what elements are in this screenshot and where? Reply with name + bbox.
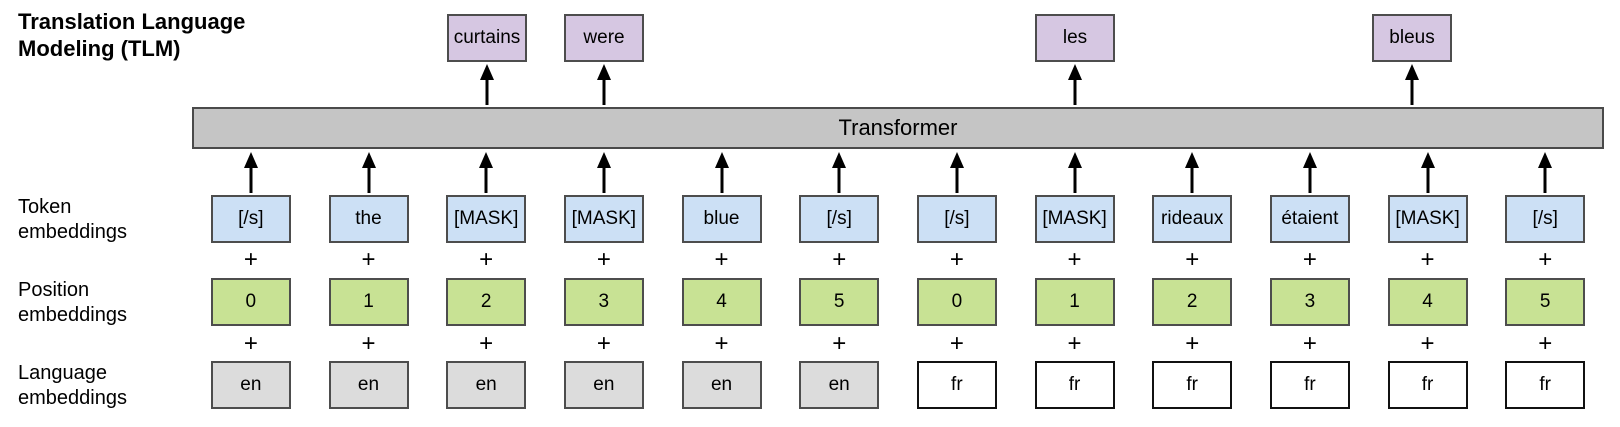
plus-icon: + [1420,246,1435,273]
language-box: fr [1269,361,1350,409]
language-box: en [210,361,291,409]
plus-icon: + [1538,330,1553,357]
up-arrow-icon [1537,152,1553,193]
row-label-position-embeddings: Position embeddings [18,279,127,326]
plus-icon: + [243,330,258,357]
output-box: curtains [447,14,527,62]
plus-icon: + [949,246,964,273]
position-box: 3 [1269,278,1350,326]
plus-icon: + [1185,246,1200,273]
up-arrow-icon [1302,152,1318,193]
plus-icon: + [714,246,729,273]
position-box: 5 [1505,278,1586,326]
plus-icon: + [1302,330,1317,357]
position-box: 1 [1034,278,1115,326]
up-arrow-icon [1067,64,1083,105]
token-box: [MASK] [446,195,527,243]
position-embeddings-row: 0 1 2 3 4 5 0 1 2 3 4 5 [192,278,1604,326]
up-arrow-icon [361,152,377,193]
token-box: [/s] [916,195,997,243]
up-arrow-icon [1420,152,1436,193]
plus-icon: + [361,330,376,357]
language-box: fr [916,361,997,409]
token-box: [/s] [799,195,880,243]
plus-icon: + [1067,246,1082,273]
position-box: 3 [563,278,644,326]
plus-icon: + [1067,330,1082,357]
token-box: the [328,195,409,243]
token-box: [/s] [1505,195,1586,243]
plus-icon: + [361,246,376,273]
token-embeddings-row: [/s] the [MASK] [MASK] blue [/s] [/s] [M… [192,195,1604,243]
language-embeddings-row: en en en en en en fr fr fr fr fr fr [192,361,1604,409]
language-box: fr [1152,361,1233,409]
position-box: 4 [1387,278,1468,326]
plus-icon: + [832,246,847,273]
up-arrow-icon [831,152,847,193]
plus-icon: + [714,330,729,357]
position-box: 5 [799,278,880,326]
language-box: fr [1387,361,1468,409]
position-box: 0 [916,278,997,326]
plus-row: + + + + + + + + + + + + [192,246,1604,274]
plus-row: + + + + + + + + + + + + [192,330,1604,358]
language-box: en [563,361,644,409]
output-box: bleus [1372,14,1452,62]
up-arrow-icon [243,152,259,193]
language-box: en [446,361,527,409]
position-box: 2 [446,278,527,326]
plus-icon: + [1185,330,1200,357]
plus-icon: + [1420,330,1435,357]
plus-icon: + [479,246,494,273]
language-box: en [328,361,409,409]
token-box: blue [681,195,762,243]
diagram-title: Translation Language Modeling (TLM) [18,9,246,61]
plus-icon: + [1538,246,1553,273]
up-arrow-icon [949,152,965,193]
token-box: rideaux [1152,195,1233,243]
position-box: 2 [1152,278,1233,326]
token-box: [MASK] [1034,195,1115,243]
row-label-language-embeddings: Language embeddings [18,362,127,409]
row-label-token-embeddings: Token embeddings [18,196,127,243]
language-box: fr [1505,361,1586,409]
up-arrow-icon [1067,152,1083,193]
plus-icon: + [1302,246,1317,273]
transformer-label: Transformer [838,115,958,140]
up-arrow-icon [478,152,494,193]
output-box: les [1035,14,1115,62]
plus-icon: + [596,246,611,273]
position-box: 4 [681,278,762,326]
up-arrow-icon [479,64,495,105]
up-arrow-icon [596,64,612,105]
plus-icon: + [832,330,847,357]
language-box: en [799,361,880,409]
plus-icon: + [949,330,964,357]
output-box: were [564,14,644,62]
up-arrow-icon [714,152,730,193]
token-box: [/s] [210,195,291,243]
up-arrow-icon [596,152,612,193]
plus-icon: + [479,330,494,357]
input-arrows-row [192,152,1604,193]
up-arrow-icon [1404,64,1420,105]
plus-icon: + [243,246,258,273]
up-arrow-icon [1184,152,1200,193]
token-box: [MASK] [563,195,644,243]
position-box: 0 [210,278,291,326]
token-box: étaient [1269,195,1350,243]
position-box: 1 [328,278,409,326]
language-box: en [681,361,762,409]
token-box: [MASK] [1387,195,1468,243]
transformer-bar: Transformer [192,107,1604,149]
language-box: fr [1034,361,1115,409]
plus-icon: + [596,330,611,357]
